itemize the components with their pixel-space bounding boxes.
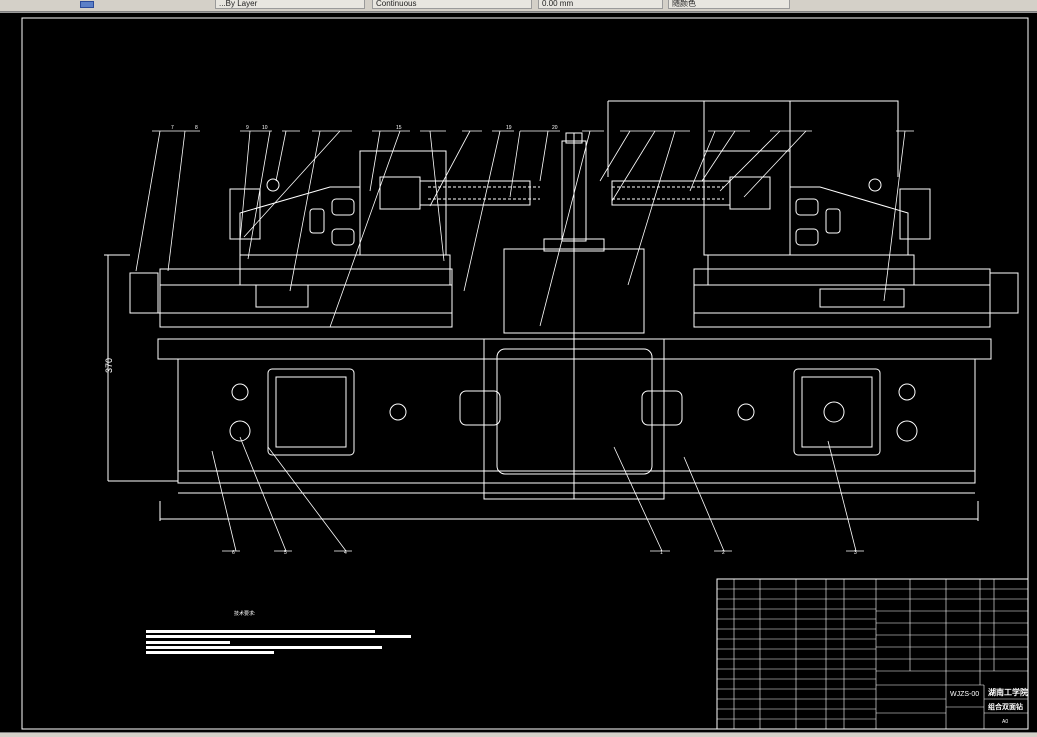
part-label-20: 20	[552, 125, 558, 131]
toolbar: ...By Layer Continuous 0.00 mm 随颜色	[0, 0, 1037, 12]
left-handle	[459, 390, 501, 426]
drawing-code: WJZS-00	[950, 691, 979, 698]
linetype-dropdown[interactable]: ...By Layer	[215, 0, 365, 9]
drawing-canvas[interactable]: 370 7 8 9 10 15 19 20 6 5 4 1 2 3 技术要求: …	[0, 12, 1037, 732]
right-window-inner	[801, 376, 873, 448]
right-spindle	[611, 180, 731, 206]
right-slide-table	[693, 268, 991, 328]
status-bar	[0, 732, 1037, 737]
part-label-8: 8	[195, 125, 198, 131]
left-inspection-window	[267, 368, 355, 456]
right-gearbox	[703, 150, 791, 256]
sheet-frame	[21, 17, 1029, 730]
part-label-10: 10	[262, 125, 268, 131]
left-window-inner	[275, 376, 347, 448]
part-label-5: 5	[284, 550, 287, 556]
plotstyle-dropdown[interactable]: 随颜色	[668, 0, 790, 9]
tech-req-title: 技术要求:	[234, 610, 255, 617]
left-clamp	[255, 284, 309, 308]
part-label-19: 19	[506, 125, 512, 131]
height-dimension: 370	[104, 358, 114, 373]
sheet-size: A0	[1002, 719, 1008, 725]
left-spindle	[419, 180, 531, 206]
right-head-base	[707, 254, 915, 286]
school-name: 湖南工学院	[988, 687, 1028, 697]
part-label-4: 4	[344, 550, 347, 556]
part-label-6: 6	[232, 550, 235, 556]
leader-lines	[135, 130, 914, 552]
cad-drawing: 370 7 8 9 10 15 19 20 6 5 4 1 2 3 技术要求: …	[21, 17, 1029, 730]
right-motor-cover	[899, 188, 931, 240]
left-slide-table	[159, 268, 453, 328]
part-label-15: 15	[396, 125, 402, 131]
part-label-1: 1	[660, 550, 663, 556]
base-foot	[177, 470, 976, 484]
part-label-7: 7	[171, 125, 174, 131]
right-handle	[641, 390, 683, 426]
title-block-frame	[716, 578, 1029, 730]
left-gearbox	[359, 150, 447, 256]
linestyle-dropdown[interactable]: Continuous	[372, 0, 532, 9]
right-spindle-housing	[729, 176, 771, 210]
right-scale	[819, 288, 905, 308]
layer-icon[interactable]	[80, 1, 94, 8]
drawing-name: 组合双面钻	[988, 702, 1023, 711]
part-label-9: 9	[246, 125, 249, 131]
part-label-2: 2	[722, 550, 725, 556]
part-label-3: 3	[854, 550, 857, 556]
lineweight-dropdown[interactable]: 0.00 mm	[538, 0, 663, 9]
right-inspection-window	[793, 368, 881, 456]
left-head-base	[239, 254, 451, 286]
left-spindle-housing	[379, 176, 421, 210]
tech-req-lines	[146, 630, 411, 654]
